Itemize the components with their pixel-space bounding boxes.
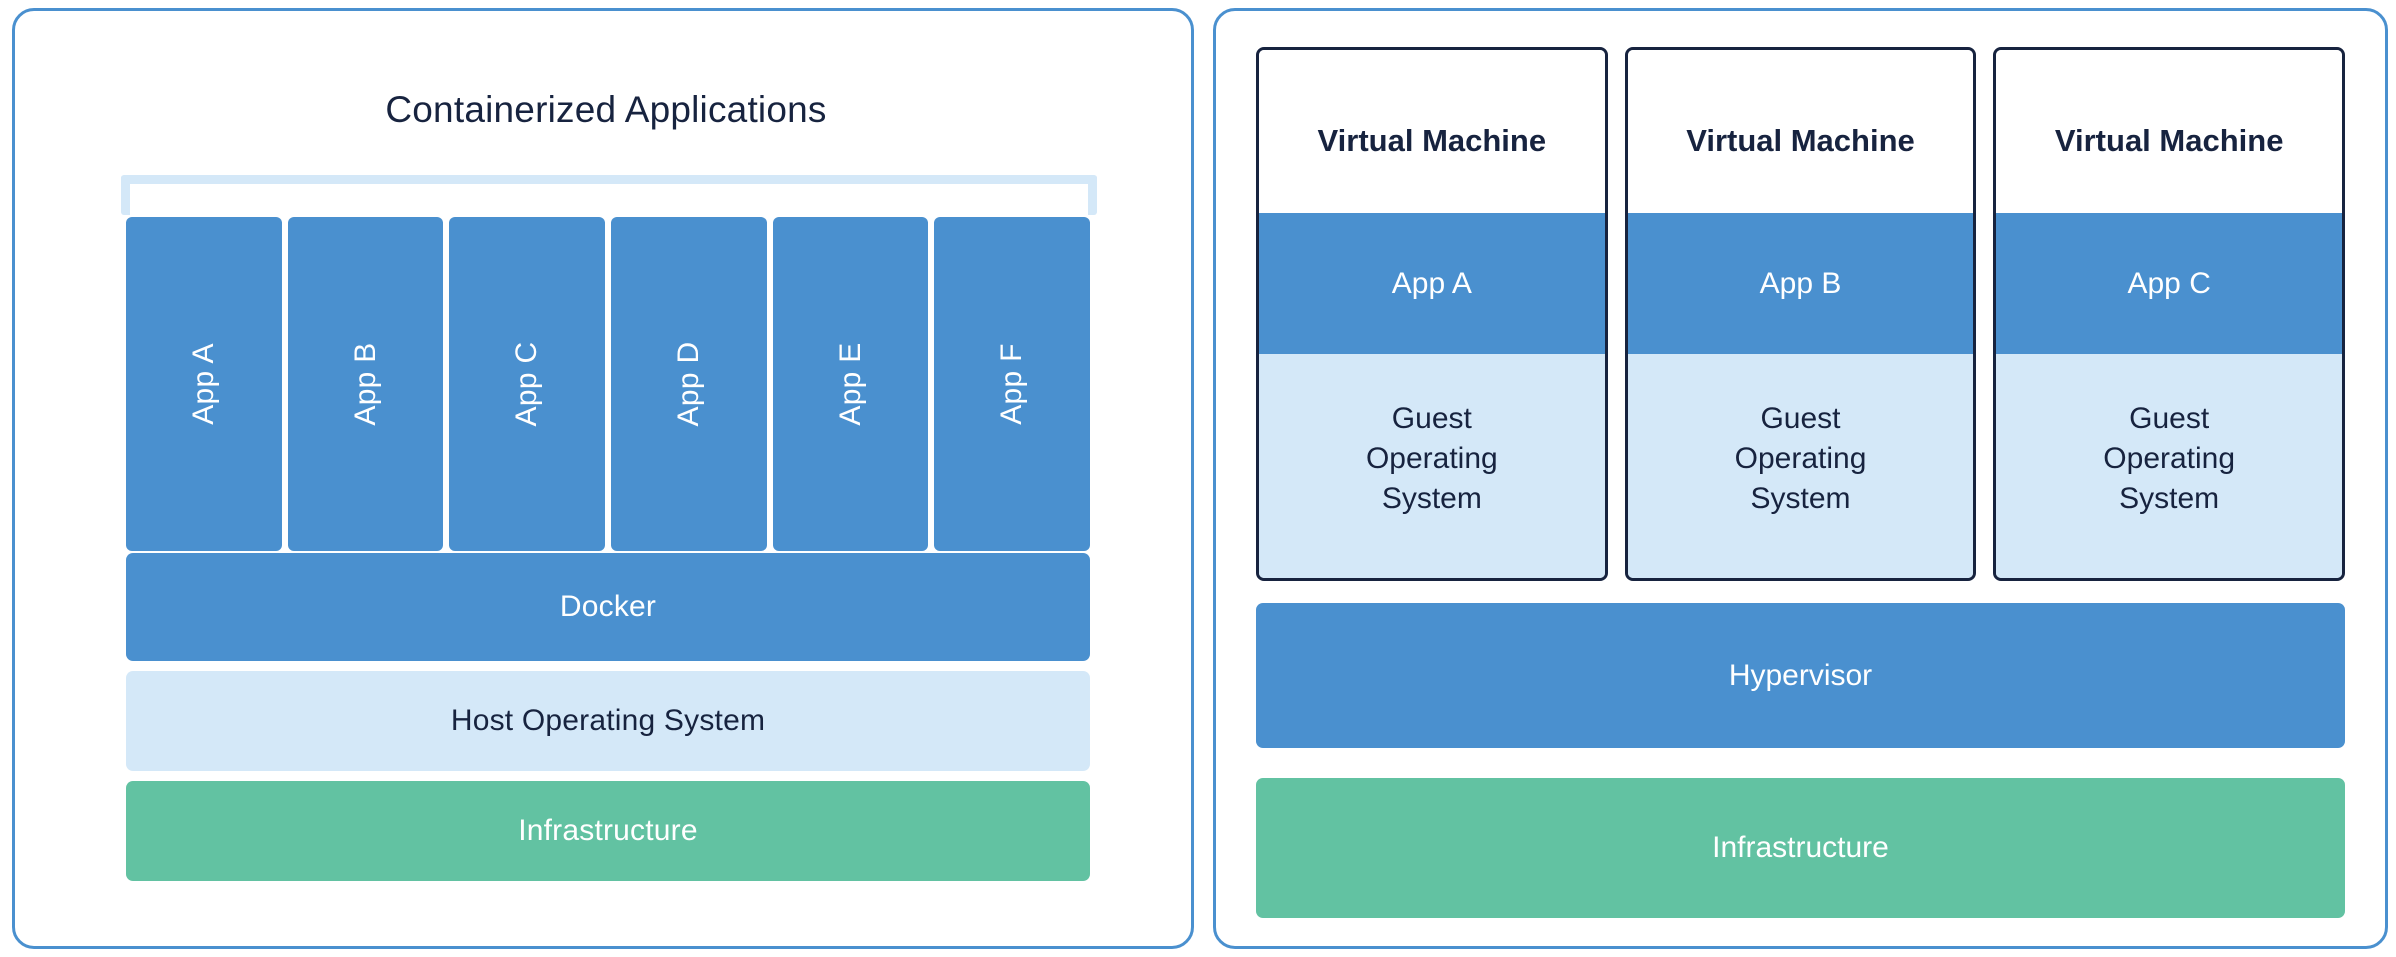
- container-app-box[interactable]: App A: [126, 217, 282, 551]
- docker-layer[interactable]: Docker: [126, 553, 1090, 661]
- container-app-box[interactable]: App B: [287, 217, 444, 551]
- container-grouping-bracket: [121, 175, 1097, 215]
- container-app-label: App D: [671, 341, 705, 427]
- infrastructure-layer-right[interactable]: Infrastructure: [1256, 778, 2345, 918]
- hypervisor-layer[interactable]: Hypervisor: [1256, 603, 2345, 748]
- vm-title: Virtual Machine: [1627, 50, 1974, 213]
- container-app-row: App A App B App C App D App E App F: [126, 217, 1091, 551]
- container-app-label: App A: [186, 343, 220, 425]
- vm-app-layer: App B: [1627, 213, 1974, 354]
- containers-panel: Containerized Applications App A App B A…: [12, 8, 1194, 949]
- container-app-box[interactable]: App C: [449, 217, 606, 551]
- container-app-box[interactable]: App E: [772, 217, 929, 551]
- container-app-label: App B: [348, 342, 382, 426]
- infrastructure-layer-left[interactable]: Infrastructure: [126, 781, 1090, 881]
- vm-app-layer: App C: [1996, 213, 2343, 354]
- host-operating-system-layer[interactable]: Host Operating System: [126, 671, 1090, 771]
- container-app-box[interactable]: App F: [934, 217, 1091, 551]
- vm-app-layer: App A: [1259, 213, 1605, 354]
- container-app-box[interactable]: App D: [611, 217, 767, 551]
- page-title: Containerized Applications: [385, 89, 827, 130]
- container-app-label: App C: [510, 341, 544, 427]
- container-app-label: App E: [833, 342, 867, 426]
- container-app-label: App F: [995, 343, 1029, 425]
- vm-title: Virtual Machine: [1996, 50, 2343, 213]
- vm-title: Virtual Machine: [1259, 50, 1605, 213]
